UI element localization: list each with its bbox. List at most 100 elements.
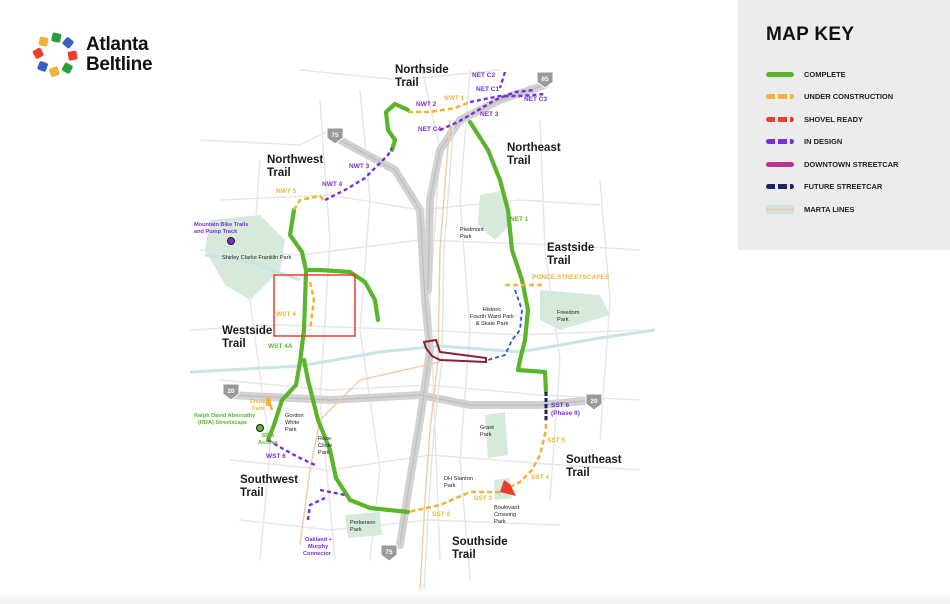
rda-access-line2: Access bbox=[258, 440, 278, 446]
map-key-item: IN DESIGN bbox=[766, 136, 842, 148]
mtb-trails-line1: Mountain Bike Trails bbox=[194, 222, 248, 228]
map-key-label: DOWNTOWN STREETCAR bbox=[804, 159, 899, 169]
interstate-85-shield-icon: 85 bbox=[536, 71, 554, 89]
seg-wst-4a: WST 4A bbox=[268, 343, 293, 350]
mtb-trails-marker-icon bbox=[227, 237, 235, 245]
boulevard-crossing-line1: Boulevard bbox=[494, 505, 519, 511]
rda-access-line1: RDA bbox=[262, 433, 274, 439]
perkerson-park-line2: Park bbox=[350, 527, 362, 533]
shovel-ready-segment bbox=[500, 480, 516, 496]
fourth-ward-line1: Historic bbox=[483, 307, 502, 313]
rose-circle-park-line1: Rose bbox=[318, 436, 331, 442]
grant-park-line1: Grant bbox=[480, 425, 494, 431]
segment-labels: NET C2 NET C1 NET C3 NET 3 NET C4 NWT 1 … bbox=[266, 72, 610, 518]
map-key-swatch-icon bbox=[766, 139, 794, 144]
northeast-trail-line2: Trail bbox=[507, 155, 531, 167]
dh-stanton-park-line1: DH Stanton bbox=[444, 476, 473, 482]
seg-sst-3: SST 3 bbox=[474, 495, 492, 502]
enota-park-line1: Enota bbox=[250, 399, 266, 405]
street-grid bbox=[189, 59, 641, 581]
northside-trail-line1: Northside bbox=[395, 64, 449, 76]
downtown-streetcar-loop bbox=[422, 338, 487, 364]
logo-wordmark: Atlanta Beltline bbox=[86, 34, 153, 75]
seg-wst-4: WST 4 bbox=[276, 311, 296, 318]
seg-sst-2: SST 2 bbox=[432, 511, 450, 518]
eastside-trail-line1: Eastside bbox=[547, 242, 594, 254]
map-key-label: IN DESIGN bbox=[804, 137, 843, 146]
enota-park-line2: Park bbox=[252, 406, 265, 412]
i20-east-label: 20 bbox=[590, 398, 598, 405]
seg-nwt-5: NWT 5 bbox=[276, 188, 297, 195]
seg-sst-5: SST 5 bbox=[547, 437, 565, 444]
dh-stanton-park-line2: Park bbox=[444, 483, 456, 489]
oakland-connector-line3: Connector bbox=[303, 551, 332, 557]
seg-net-c2: NET C2 bbox=[472, 72, 496, 79]
northside-trail-line2: Trail bbox=[395, 77, 419, 89]
map-key-swatch-icon bbox=[766, 71, 794, 77]
fourth-ward-line2: Fourth Ward Park bbox=[470, 314, 514, 320]
map-key-item: UNDER CONSTRUCTION bbox=[766, 91, 893, 103]
oakland-connector-line1: Oakland + bbox=[305, 537, 333, 543]
seg-net-3: NET 3 bbox=[480, 111, 499, 118]
logo-line-atlanta: Atlanta bbox=[86, 34, 149, 55]
gordon-white-park-line1: Gordon bbox=[285, 413, 304, 419]
seg-sst-6-phase: (Phase II) bbox=[551, 410, 580, 417]
southeast-trail-line1: Southeast bbox=[566, 454, 622, 466]
map-key-item: COMPLETE bbox=[766, 68, 846, 80]
seg-wst-6: WST 6 bbox=[266, 453, 286, 460]
logo-line-beltline: Beltline bbox=[86, 54, 153, 75]
southeast-trail-line2: Trail bbox=[566, 467, 590, 479]
i75-north-label: 75 bbox=[331, 132, 339, 139]
interstate-20-east-shield-icon: 20 bbox=[585, 393, 603, 411]
eastside-trail-line2: Trail bbox=[547, 255, 571, 267]
map-key-swatch-icon bbox=[766, 204, 794, 214]
place-labels: Mountain Bike Trails and Pump Track Shir… bbox=[194, 222, 580, 557]
southwest-trail-line1: Southwest bbox=[240, 474, 298, 486]
seg-net-c1: NET C1 bbox=[476, 86, 500, 93]
southside-trail-line2: Trail bbox=[452, 549, 476, 561]
gordon-white-park-line3: Park bbox=[285, 427, 297, 433]
freedom-park-line1: Freedom bbox=[557, 310, 580, 316]
seg-net-1: NET 1 bbox=[510, 216, 529, 223]
bottom-edge-shade bbox=[0, 592, 950, 604]
i85-label: 85 bbox=[541, 76, 549, 83]
gordon-white-park-line2: White bbox=[285, 420, 299, 426]
interstate-75-south-shield-icon: 75 bbox=[380, 544, 398, 562]
map-key-item: MARTA LINES bbox=[766, 203, 854, 215]
seg-ponce-streetscapes: PONCE STREETSCAPES bbox=[532, 274, 610, 281]
completed-trail-segments bbox=[265, 101, 549, 515]
seg-net-c3: NET C3 bbox=[524, 96, 548, 103]
freedom-park-line2: Park bbox=[557, 317, 569, 323]
map-key-label: COMPLETE bbox=[804, 69, 846, 79]
seg-nwt-3: NWT 3 bbox=[349, 163, 370, 170]
beltline-logo-mark-icon bbox=[32, 32, 78, 77]
rose-circle-park-line2: Circle bbox=[318, 443, 332, 449]
southside-trail-line1: Southside bbox=[452, 536, 508, 548]
map-key-label: SHOVEL READY bbox=[804, 114, 864, 124]
in-design-segments bbox=[267, 71, 546, 521]
rda-streetscape-line2: (RDA) Streetscape bbox=[198, 420, 247, 426]
boulevard-crossing-line3: Park bbox=[494, 519, 506, 525]
mtb-trails-line2: and Pump Track bbox=[194, 229, 238, 235]
shirley-clarke-franklin-park: Shirley Clarke Franklin Park bbox=[222, 255, 292, 261]
westside-focus-box bbox=[273, 274, 356, 337]
northwest-trail-line1: Northwest bbox=[267, 154, 323, 166]
rose-circle-park-line3: Park bbox=[318, 450, 330, 456]
seg-sst-6: SST 6 bbox=[551, 402, 569, 409]
enota-park-marker-icon bbox=[266, 398, 271, 406]
map-key-label: MARTA LINES bbox=[804, 204, 855, 214]
atlanta-beltline-logo: Atlanta Beltline bbox=[32, 30, 153, 80]
seg-nwt-2: NWT 2 bbox=[416, 101, 437, 108]
under-construction-segments bbox=[266, 100, 548, 514]
seg-nwt-4: NWT 4 bbox=[322, 181, 343, 188]
oakland-connector-line2: Murphy bbox=[308, 544, 329, 550]
map-key-swatch-icon bbox=[766, 161, 794, 167]
map-key-item: FUTURE STREETCAR bbox=[766, 181, 882, 193]
map-key-swatch-icon bbox=[766, 116, 794, 122]
map-key-item: DOWNTOWN STREETCAR bbox=[766, 158, 898, 170]
seg-net-c4: NET C4 bbox=[418, 126, 442, 133]
southwest-trail-line2: Trail bbox=[240, 487, 264, 499]
i75-south-label: 75 bbox=[385, 549, 393, 556]
